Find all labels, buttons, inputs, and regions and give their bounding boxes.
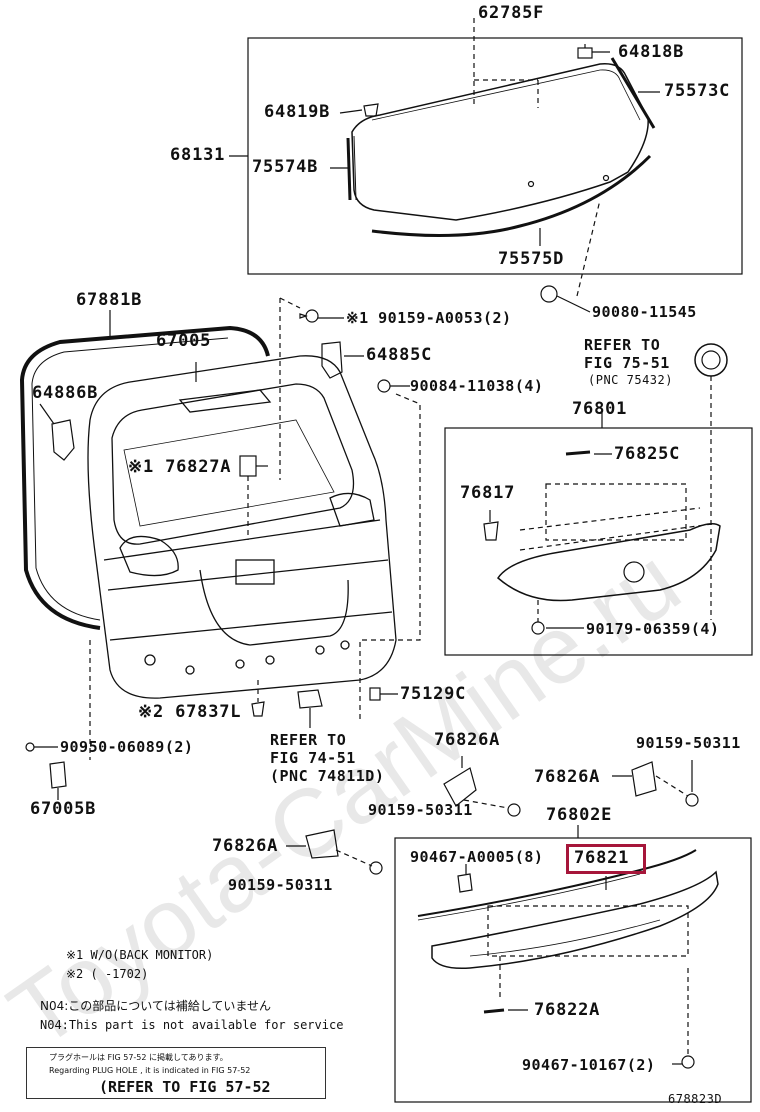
label-90159-A0053: ※1 90159-A0053(2)	[346, 309, 512, 327]
figure-code: 678823D	[668, 1092, 723, 1106]
label-76825C: 76825C	[614, 444, 681, 464]
refer-74-51-line3: (PNC 74811D)	[270, 767, 385, 785]
label-64885C: 64885C	[366, 345, 433, 365]
label-90084-11038: 90084-11038(4)	[410, 377, 544, 395]
label-90950-06089: 90950-06089(2)	[60, 738, 194, 756]
refer-75-51-line3: (PNC 75432)	[588, 373, 673, 387]
back-door-panel	[87, 355, 397, 699]
label-64886B: 64886B	[32, 383, 99, 403]
hinge-64886B	[51, 419, 75, 461]
label-76821[interactable]: 76821	[574, 848, 630, 868]
note-2: ※2 ( -1702)	[66, 967, 149, 981]
garnish-76822A	[431, 870, 719, 970]
label-90080-11545: 90080-11545	[592, 303, 697, 321]
highlight-76821	[566, 844, 646, 874]
label-76817: 76817	[460, 483, 516, 503]
label-90467-A0005: 90467-A0005(8)	[410, 848, 544, 866]
label-75129C: 75129C	[400, 684, 467, 704]
label-75573C: 75573C	[664, 81, 731, 101]
label-67005B: 67005B	[30, 799, 97, 819]
label-90467-10167: 90467-10167(2)	[522, 1056, 656, 1074]
plug-hole-refer: (REFER TO FIG 57-52	[99, 1078, 271, 1096]
plug-hole-jp: プラグホールは FIG 57-52 に掲載してあります。	[49, 1053, 228, 1062]
label-90159-50311-left: 90159-50311	[228, 876, 333, 894]
emblem	[694, 343, 728, 377]
label-90179-06359: 90179-06359(4)	[586, 620, 720, 638]
label-76826A-left: 76826A	[212, 836, 279, 856]
note-n04-en: N04:This part is not available for servi…	[40, 1018, 344, 1032]
note-n04-jp: N04:この部品については補給していません	[40, 999, 271, 1013]
label-67837L: ※2 67837L	[138, 702, 242, 722]
lamp-socket	[297, 689, 323, 709]
label-76826A-top: 76826A	[434, 730, 501, 750]
back-glass	[351, 63, 649, 221]
glass-frame	[247, 37, 743, 275]
garnish-frame	[444, 427, 753, 656]
label-90159-50311-mid: 90159-50311	[368, 801, 473, 819]
refer-75-51-line1: REFER TO	[584, 336, 661, 354]
bracket-64885C	[321, 341, 343, 379]
label-68131: 68131	[170, 145, 226, 165]
label-90159-50311-right: 90159-50311	[636, 734, 741, 752]
refer-74-51-line2: FIG 74-51	[270, 749, 356, 767]
weatherstrip	[19, 325, 270, 630]
label-76822A: 76822A	[534, 1000, 601, 1020]
label-76801: 76801	[572, 399, 628, 419]
plug-hole-en: Regarding PLUG HOLE , it is indicated in…	[49, 1066, 251, 1075]
label-75574B: 75574B	[252, 157, 319, 177]
label-76826A-right: 76826A	[534, 767, 601, 787]
label-67005: 67005	[156, 331, 212, 351]
label-76827A: ※1 76827A	[128, 457, 232, 477]
spoiler-frame	[394, 837, 752, 1103]
label-64818B: 64818B	[618, 42, 685, 62]
note-1: ※1 W/O(BACK MONITOR)	[66, 948, 214, 962]
label-64819B: 64819B	[264, 102, 331, 122]
plug-hole-box: プラグホールは FIG 57-52 に掲載してあります。 Regarding P…	[26, 1047, 326, 1099]
refer-75-51-line2: FIG 75-51	[584, 354, 670, 372]
label-75575D: 75575D	[498, 249, 565, 269]
label-62785F: 62785F	[478, 3, 545, 23]
label-67881B: 67881B	[76, 290, 143, 310]
label-76802E: 76802E	[546, 805, 613, 825]
refer-74-51-line1: REFER TO	[270, 731, 347, 749]
